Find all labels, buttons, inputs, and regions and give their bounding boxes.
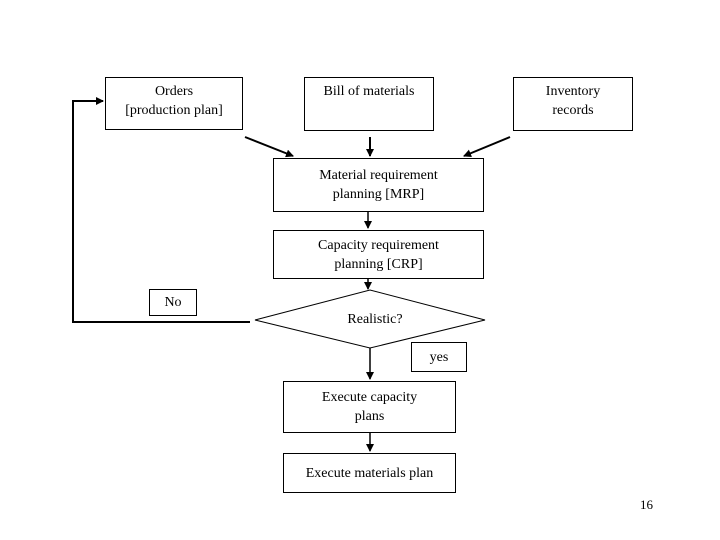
mrp-box: Material requirement planning [MRP]	[273, 158, 484, 212]
arrow-orders-to-mrp	[244, 136, 294, 158]
no-label-box: No	[149, 289, 197, 316]
bill-of-materials-box: Bill of materials	[304, 77, 434, 131]
arrow-no-feedback	[72, 97, 250, 323]
page-number: 16	[640, 497, 653, 512]
yes-label-box: yes	[411, 342, 467, 372]
execute-materials-plan-box: Execute materials plan	[283, 453, 456, 493]
arrow-inventory-to-mrp	[463, 136, 511, 158]
orders-box: Orders [production plan]	[105, 77, 243, 130]
decision-diamond	[254, 289, 486, 349]
crp-box: Capacity requirement planning [CRP]	[273, 230, 484, 279]
execute-capacity-plans-box: Execute capacity plans	[283, 381, 456, 433]
decision-label: Realistic?	[347, 312, 403, 327]
inventory-records-box: Inventory records	[513, 77, 633, 131]
